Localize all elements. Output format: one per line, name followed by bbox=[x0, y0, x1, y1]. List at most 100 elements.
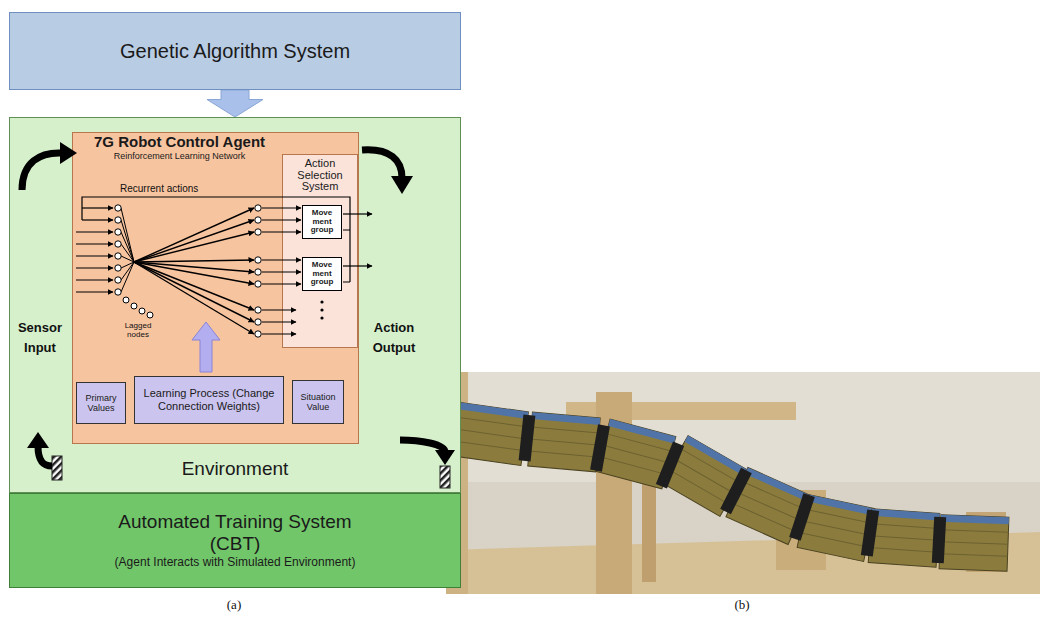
fan-wires bbox=[134, 208, 254, 334]
hub-wires bbox=[121, 256, 134, 262]
network-nodes bbox=[255, 319, 261, 325]
fan-wires bbox=[134, 262, 254, 334]
network-nodes bbox=[255, 281, 261, 287]
flow-label: Sensor Input bbox=[10, 318, 70, 357]
fan-wires bbox=[134, 260, 254, 262]
hub-wires bbox=[121, 208, 134, 262]
group-wires bbox=[262, 321, 296, 322]
panel-label: (b) bbox=[722, 598, 762, 613]
agent-box: 7G Robot Control AgentReinforcement Lear… bbox=[72, 132, 359, 444]
network-nodes bbox=[115, 289, 121, 295]
training-band: Automated Training System (CBT)(Agent In… bbox=[9, 493, 461, 588]
flow-arrows bbox=[435, 450, 455, 465]
network-nodes bbox=[255, 269, 261, 275]
label-holder: (a) bbox=[214, 598, 254, 613]
ellipsis-dots bbox=[320, 300, 323, 319]
snake-robot bbox=[932, 517, 946, 564]
snake-robot bbox=[656, 441, 684, 488]
snake-robot bbox=[745, 468, 810, 502]
label-holder: (b) bbox=[722, 598, 762, 613]
node-subtext: (Agent Interacts with Simulated Environm… bbox=[115, 555, 356, 571]
system-box: Genetic Algorithm System bbox=[9, 12, 461, 90]
network-nodes bbox=[115, 229, 121, 235]
ellipsis-dots bbox=[320, 300, 323, 303]
network-nodes bbox=[255, 307, 261, 313]
sensor-wires bbox=[76, 232, 113, 292]
group-wires bbox=[262, 231, 301, 232]
robot-photo bbox=[446, 372, 1040, 594]
snake-robot bbox=[941, 515, 1009, 524]
wire-label: Lagged nodes bbox=[116, 322, 160, 340]
hub-wires bbox=[121, 262, 134, 292]
label-holder: Action Output bbox=[360, 318, 428, 357]
network-nodes bbox=[115, 265, 121, 271]
recurrent-wires bbox=[82, 219, 113, 220]
snake-robot bbox=[720, 468, 752, 514]
group-wires bbox=[262, 283, 301, 284]
network-nodes bbox=[115, 277, 121, 283]
flow-arrows bbox=[22, 153, 62, 190]
snake-robot bbox=[600, 434, 672, 475]
node-text: Move ment group bbox=[304, 261, 340, 287]
environment-region: Environment 7G Robot Control AgentReinfor… bbox=[9, 117, 461, 493]
hub-wires bbox=[121, 232, 134, 262]
fan-wires bbox=[134, 262, 254, 310]
hub-wires bbox=[121, 208, 134, 292]
node-text: Primary Values bbox=[79, 393, 123, 414]
process-box: Learning Process (Change Connection Weig… bbox=[134, 376, 284, 424]
photo-wall bbox=[446, 372, 1040, 594]
flow-arrows bbox=[60, 142, 77, 164]
wire-label: Recurrent actions bbox=[120, 183, 220, 195]
network-nodes bbox=[255, 331, 261, 337]
snake-robot bbox=[940, 530, 1009, 556]
group-box: Move ment group bbox=[302, 257, 342, 291]
fan-wires bbox=[134, 232, 254, 262]
flow-arrows bbox=[22, 142, 455, 488]
recurrent-wires bbox=[82, 197, 350, 282]
connector-arrow bbox=[207, 90, 263, 117]
node-text: Automated Training System (CBT) bbox=[100, 511, 370, 555]
network-nodes bbox=[115, 205, 261, 337]
network-nodes bbox=[115, 205, 121, 211]
network-nodes bbox=[123, 297, 129, 303]
sensor-wires bbox=[76, 267, 113, 268]
hub-wires bbox=[121, 262, 134, 268]
node-text: Learning Process (Change Connection Weig… bbox=[139, 387, 279, 412]
flow-arrows bbox=[391, 176, 413, 194]
snake-robot bbox=[590, 424, 610, 471]
snake-robot bbox=[454, 403, 1009, 572]
flow-arrows bbox=[362, 150, 402, 178]
network-nodes bbox=[255, 217, 261, 223]
flow-arrows bbox=[27, 432, 49, 448]
value-box: Primary Values bbox=[76, 382, 126, 424]
hub-wires bbox=[121, 262, 134, 280]
flow-arrows bbox=[52, 456, 62, 480]
snake-robot bbox=[529, 427, 599, 457]
flow-arrows bbox=[440, 466, 450, 488]
hub-wires bbox=[121, 244, 134, 262]
network-nodes bbox=[255, 257, 261, 263]
learning-arrow bbox=[192, 322, 220, 372]
sensor-wires bbox=[76, 243, 113, 244]
fan-wires bbox=[134, 220, 254, 262]
group-wires bbox=[262, 271, 301, 272]
label-holder: Sensor Input bbox=[10, 318, 70, 357]
group-wires bbox=[262, 333, 296, 334]
ellipsis-dots bbox=[320, 308, 323, 311]
group-wires bbox=[262, 259, 301, 260]
node-text: Situation Value bbox=[295, 392, 341, 413]
network-nodes bbox=[255, 229, 261, 235]
snake-robot bbox=[789, 493, 815, 540]
flow-arrows bbox=[400, 440, 445, 452]
recurrent-wires bbox=[82, 197, 350, 282]
network-nodes bbox=[115, 217, 121, 223]
snake-robot bbox=[807, 495, 875, 516]
node-text: Environment bbox=[182, 458, 289, 480]
network-nodes bbox=[255, 205, 261, 211]
selection-box: Action Selection SystemMove ment groupMo… bbox=[282, 154, 358, 348]
snake-robot bbox=[528, 412, 600, 472]
network-nodes bbox=[115, 241, 121, 247]
snake-robot bbox=[861, 509, 879, 556]
